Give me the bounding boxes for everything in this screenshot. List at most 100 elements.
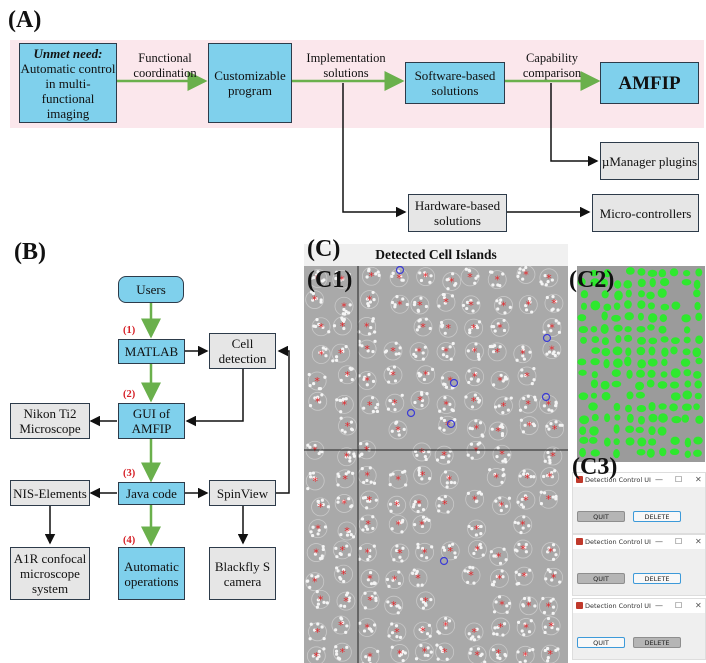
quit-button[interactable]: QUIT	[577, 511, 625, 522]
detection-marker: *	[367, 594, 373, 607]
cell-island: *	[461, 295, 481, 315]
cell-mask	[625, 425, 635, 433]
close-button[interactable]: ✕	[695, 537, 702, 546]
cell-island: *	[358, 514, 378, 534]
cell-mask	[671, 337, 680, 345]
detection-marker: *	[395, 518, 401, 531]
micrograph-title: Detected Cell Islands	[304, 244, 568, 266]
detection-marker: *	[550, 450, 556, 463]
cell-mask	[694, 392, 702, 400]
cell-island: *	[337, 447, 357, 467]
detection-marker: *	[417, 299, 423, 312]
cell-mask	[647, 369, 656, 378]
maximize-button[interactable]: ☐	[675, 537, 683, 546]
maximize-button[interactable]: ☐	[675, 475, 683, 484]
minimize-button[interactable]: —	[655, 601, 663, 610]
cell-mask	[648, 346, 656, 356]
cell-island: *	[515, 645, 535, 663]
arrow-to-umanager	[550, 83, 599, 167]
detection-marker: *	[474, 649, 480, 662]
cell-island: *	[388, 469, 408, 489]
cell-mask	[591, 371, 598, 379]
edge-label-implementation: Implementation solutions	[306, 51, 386, 80]
quit-button[interactable]: QUIT	[577, 573, 625, 584]
cell-island: *	[383, 341, 403, 361]
cell-island: *	[513, 515, 533, 535]
maximize-button[interactable]: ☐	[675, 601, 683, 610]
minimize-button[interactable]: —	[655, 537, 663, 546]
detection-marker: *	[342, 398, 348, 411]
cell-island: *	[360, 395, 380, 415]
cell-mask	[695, 268, 703, 277]
cell-mask	[601, 391, 611, 401]
cell-mask	[601, 278, 609, 288]
nis-elements-box: NIS-Elements	[10, 480, 90, 506]
detection-marker: *	[472, 493, 478, 506]
minimize-button[interactable]: —	[655, 475, 663, 484]
matlab-app-icon	[576, 476, 583, 483]
detection-marker: *	[369, 270, 375, 283]
unmet-need-title: Unmet need:	[33, 45, 103, 61]
cell-island: *	[308, 391, 328, 411]
close-button[interactable]: ✕	[695, 601, 702, 610]
cell-mask	[635, 426, 644, 434]
cell-mask	[577, 358, 587, 366]
cell-island: *	[467, 645, 487, 663]
detection-marker: *	[419, 446, 425, 459]
detection-marker: *	[443, 345, 449, 358]
customizable-program-box: Customizable program	[208, 43, 292, 123]
cell-island: *	[305, 471, 325, 491]
cell-island: *	[332, 540, 352, 560]
cell-mask	[623, 280, 633, 289]
cell-mask	[613, 302, 621, 311]
detection-marker: *	[551, 571, 557, 584]
detection-marker: *	[525, 398, 531, 411]
delete-button[interactable]: DELETE	[633, 511, 681, 522]
cell-mask	[671, 301, 681, 310]
hardware-based-box: Hardware-based solutions	[408, 194, 507, 232]
cell-mask	[636, 325, 646, 333]
detection-marker: *	[344, 525, 350, 538]
detection-marker: *	[448, 545, 454, 558]
cell-island: *	[335, 469, 355, 489]
edge-label-functional: Functional coordination	[133, 51, 197, 80]
cell-island: *	[390, 644, 410, 663]
close-button[interactable]: ✕	[695, 475, 702, 484]
detection-marker: *	[420, 321, 426, 334]
cell-mask	[613, 358, 623, 368]
cell-mask	[589, 269, 599, 277]
detection-marker: *	[318, 349, 324, 362]
quit-button[interactable]: QUIT	[577, 637, 625, 648]
detection-marker: *	[394, 626, 400, 639]
cell-mask	[648, 337, 658, 345]
cell-mask	[637, 312, 644, 321]
detection-marker: *	[340, 544, 346, 557]
detection-marker: *	[443, 620, 449, 633]
cell-mask	[625, 267, 635, 275]
detection-marker: *	[312, 444, 318, 457]
cell-mask	[637, 290, 646, 298]
detection-marker: *	[441, 449, 447, 462]
detection-marker: *	[497, 321, 503, 334]
matlab-app-icon	[576, 538, 583, 545]
step-4-label: (4)	[123, 535, 136, 546]
delete-button[interactable]: DELETE	[633, 573, 681, 584]
delete-button[interactable]: DELETE	[633, 637, 681, 648]
cell-island: *	[541, 542, 561, 561]
detection-marker: *	[390, 345, 396, 358]
cell-island: *	[334, 494, 354, 513]
detection-marker: *	[420, 469, 426, 482]
cell-island: *	[461, 565, 481, 585]
step-3-label: (3)	[123, 468, 136, 479]
detection-marker: *	[552, 423, 558, 436]
cell-mask	[588, 402, 598, 411]
detection-marker: *	[526, 600, 532, 613]
panel-label-c2: (C2)	[569, 267, 615, 293]
cell-mask	[646, 379, 655, 388]
detection-marker: *	[473, 444, 479, 457]
cell-mask	[670, 436, 680, 445]
micro-controllers-box: Micro-controllers	[592, 194, 699, 232]
cell-island: *	[389, 268, 409, 288]
detection-marker: *	[338, 347, 344, 360]
detection-marker: *	[315, 272, 321, 285]
